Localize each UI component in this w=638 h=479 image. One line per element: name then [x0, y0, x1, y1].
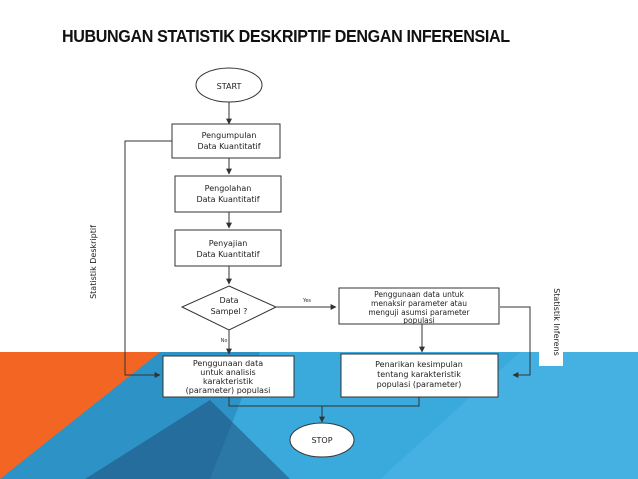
inferensial-line-1: Penggunaan data untuk: [374, 290, 464, 299]
process-deskriptif-parameter: Penggunaan data untuk analisis karakteri…: [162, 355, 295, 398]
inferensial-line-3: menguji asumsi parameter: [368, 308, 470, 317]
side-label-inferensial-bg: [539, 278, 563, 366]
pengolahan-line-1: Pengolahan: [205, 184, 252, 193]
stop-label: STOP: [311, 436, 332, 445]
decision-line-1: Data: [219, 296, 238, 305]
deskriptif-line-3: karakteristik: [203, 377, 253, 386]
kesimpulan-line-1: Penarikan kesimpulan: [375, 360, 463, 369]
start-label: START: [217, 82, 242, 91]
process-penyajian: Penyajian Data Kuantitatif: [174, 229, 282, 267]
blue-band-light-facet: [380, 352, 638, 479]
process-pengolahan: Pengolahan Data Kuantitatif: [174, 175, 282, 213]
yes-label: Yes: [302, 298, 311, 304]
process-pengumpulan: Pengumpulan Data Kuantitatif: [171, 123, 281, 159]
pengolahan-line-2: Data Kuantitatif: [196, 195, 259, 204]
pengumpulan-line-1: Pengumpulan: [202, 131, 257, 140]
decision-data-sampel: Data Sampel ?: [180, 285, 278, 331]
navy-triangle: [85, 400, 290, 479]
pengumpulan-line-2: Data Kuantitatif: [197, 142, 260, 151]
decision-line-2: Sampel ?: [211, 307, 248, 316]
stop-terminal: STOP: [289, 422, 355, 458]
orange-triangle: [0, 352, 160, 479]
side-label-inferensial: Statistik Inferens: [552, 288, 561, 356]
kesimpulan-line-2: tentang karakteristik: [377, 370, 461, 379]
penyajian-line-1: Penyajian: [209, 239, 248, 248]
bracket-inferensial: [500, 306, 531, 378]
penyajian-line-2: Data Kuantitatif: [196, 250, 259, 259]
inferensial-line-4: populasi: [403, 316, 435, 325]
side-label-deskriptif: Statistik Deskriptif: [89, 225, 98, 299]
inferensial-line-2: menaksir parameter atau: [371, 299, 467, 308]
process-kesimpulan: Penarikan kesimpulan tentang karakterist…: [340, 353, 499, 398]
process-inferensial-parameter: Penggunaan data untuk menaksir parameter…: [338, 287, 500, 325]
no-label: No: [221, 338, 228, 344]
kesimpulan-line-3: populasi (parameter): [377, 380, 462, 389]
deskriptif-line-1: Penggunaan data: [193, 359, 263, 368]
deskriptif-line-4: (parameter) populasi: [186, 386, 271, 395]
bracket-deskriptif: [124, 140, 172, 378]
connectors: [124, 101, 531, 423]
start-terminal: START: [195, 67, 263, 103]
slide-title: HUBUNGAN STATISTIK DESKRIPTIF DENGAN INF…: [62, 26, 510, 46]
background-decoration: [0, 352, 638, 479]
merge-line: [228, 397, 420, 407]
deskriptif-line-2: untuk analisis: [200, 368, 255, 377]
